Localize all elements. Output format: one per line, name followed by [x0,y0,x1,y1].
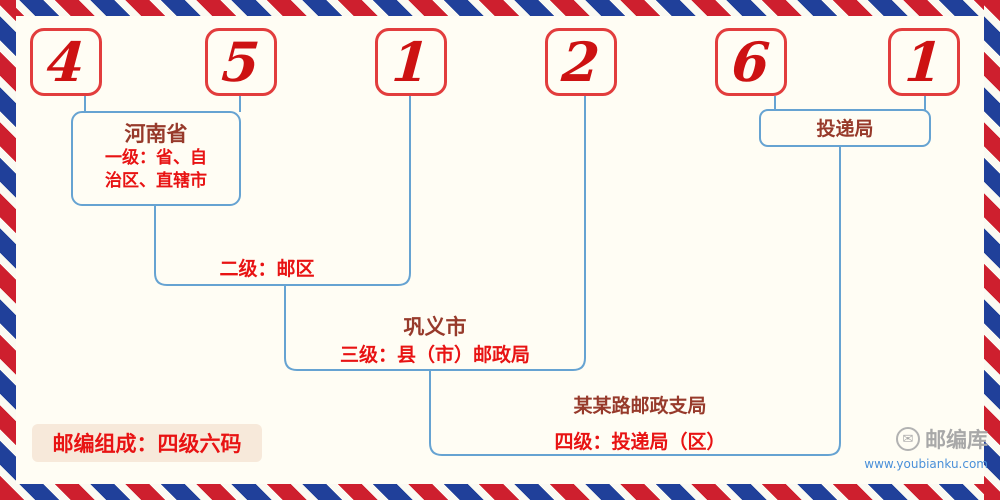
airmail-border-top [0,0,1000,16]
delivery-office-label: 投递局 [816,118,874,140]
level1-description: 一级：省、自 治区、直辖市 [72,147,240,193]
envelope-icon: ✉ [896,427,920,451]
digit-1: 4 [44,30,88,94]
level1-description-line2: 治区、直辖市 [105,171,207,191]
composition-note: 邮编组成：四级六码 [32,424,262,462]
airmail-border-bottom [0,484,1000,500]
site-url: www.youbianku.com [864,457,988,471]
digit-5: 6 [729,30,773,94]
delivery-label-box [759,109,931,147]
level2-description: 二级：邮区 [219,258,315,280]
site-name: 邮编库 [925,428,988,452]
digit-6: 1 [902,30,946,94]
digit-box-3: 1 [375,28,447,96]
level2-connector [154,96,411,286]
digit-3: 1 [389,30,433,94]
level4-connector [429,146,841,456]
site-logo-row: ✉ 邮编库 [855,424,988,454]
level1-place-name: 河南省 [124,122,188,146]
airmail-border-right [984,0,1000,500]
level3-connector [284,96,586,371]
level3-place-name: 巩义市 [403,315,467,339]
digit-4: 2 [559,30,603,94]
digit-box-4: 2 [545,28,617,96]
digit-2: 5 [219,30,263,94]
site-branding: ✉ 邮编库 www.youbianku.com [855,424,988,471]
level1-description-line1: 一级：省、自 [105,148,207,168]
digit-box-5: 6 [715,28,787,96]
level4-place-name: 某某路邮政支局 [573,395,707,417]
digit-box-1: 4 [30,28,102,96]
digit-box-2: 5 [205,28,277,96]
level4-description: 四级：投递局（区） [554,431,726,453]
airmail-border-left [0,0,16,500]
level3-description: 三级：县（市）邮政局 [339,344,530,366]
digit-box-6: 1 [888,28,960,96]
